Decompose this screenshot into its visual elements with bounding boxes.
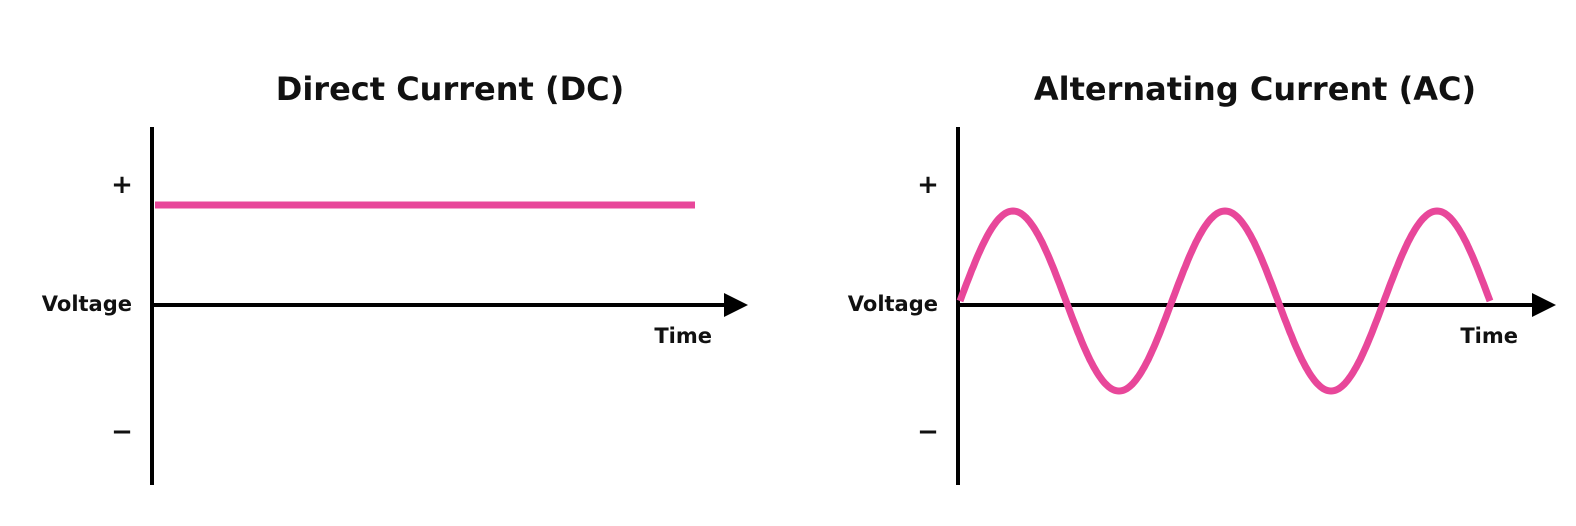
ac-signal-wave [956, 207, 1494, 395]
dc-minus-label: − [111, 417, 133, 447]
ac-plus-label: + [917, 170, 939, 200]
ac-panel: Alternating Current (AC) + − Voltage Tim… [848, 70, 1556, 485]
dc-x-label: Time [654, 324, 712, 348]
ac-x-label: Time [1460, 324, 1518, 348]
ac-arrow-icon [1532, 293, 1556, 317]
ac-title: Alternating Current (AC) [1034, 70, 1476, 108]
dc-panel: Direct Current (DC) + − Voltage Time [42, 70, 748, 485]
ac-minus-label: − [917, 417, 939, 447]
dc-y-label: Voltage [42, 292, 132, 316]
dc-arrow-icon [724, 293, 748, 317]
dc-plus-label: + [111, 170, 133, 200]
ac-y-label: Voltage [848, 292, 938, 316]
dc-title: Direct Current (DC) [276, 70, 624, 108]
